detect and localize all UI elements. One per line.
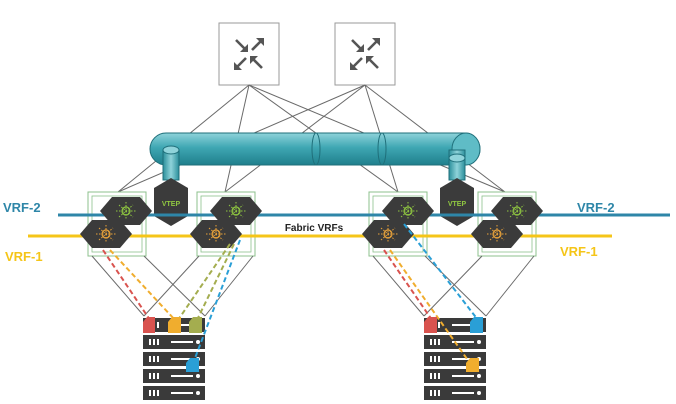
vrf1-label-left: VRF-1 bbox=[5, 249, 43, 264]
vrf2-label-right: VRF-2 bbox=[577, 200, 615, 215]
vm-icon bbox=[143, 317, 155, 333]
fabric-pipe bbox=[149, 132, 481, 181]
vm-icon bbox=[466, 358, 479, 372]
vrf-dashed-links bbox=[102, 223, 479, 367]
router-icon bbox=[234, 38, 264, 70]
spine-router-right bbox=[334, 22, 396, 86]
vm-icon bbox=[186, 358, 199, 372]
spine-router-left bbox=[218, 22, 280, 86]
vm-icon bbox=[189, 317, 202, 333]
vrf1-label-right: VRF-1 bbox=[560, 244, 598, 259]
vtep-left: VTEP bbox=[154, 178, 188, 226]
router-icon bbox=[350, 38, 380, 70]
vtep-left-label: VTEP bbox=[162, 201, 181, 208]
vm-icon bbox=[470, 317, 483, 333]
vtep-right: VTEP bbox=[440, 178, 474, 226]
vm-icon bbox=[424, 317, 437, 333]
vm-icon bbox=[168, 317, 181, 333]
fabric-vrfs-label: Fabric VRFs bbox=[285, 223, 344, 234]
vtep-right-label: VTEP bbox=[448, 201, 467, 208]
vrf2-label-left: VRF-2 bbox=[3, 200, 41, 215]
